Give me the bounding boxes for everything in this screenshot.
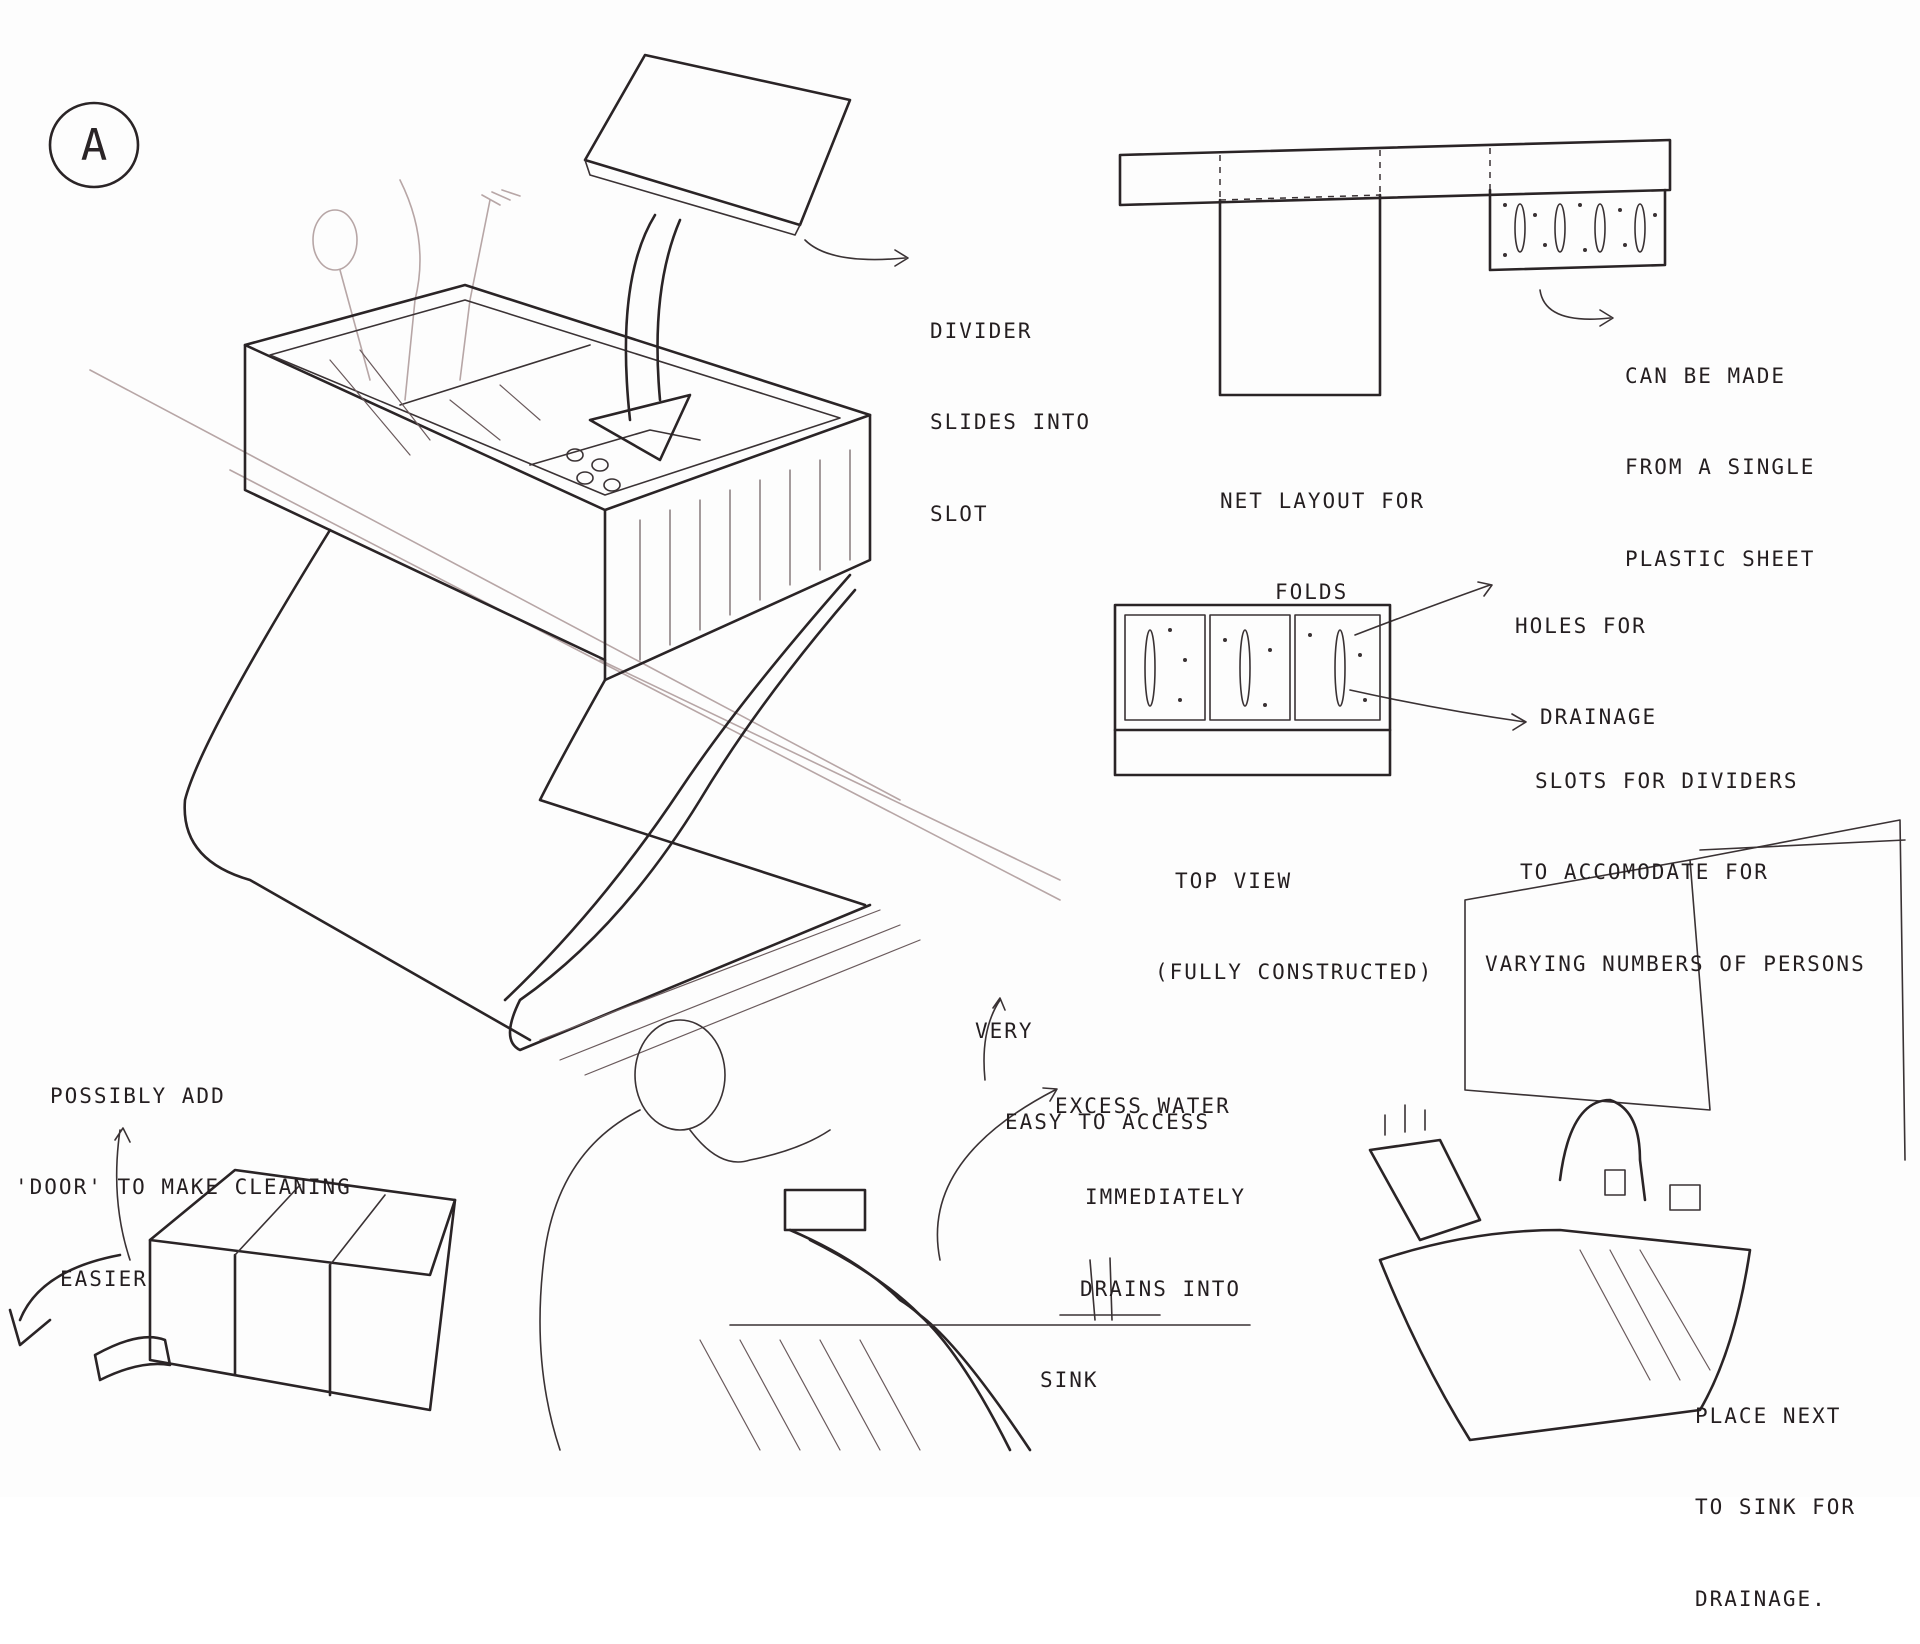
note-line: TO ACCOMODATE FOR: [1520, 860, 1769, 885]
divider-note: DIVIDER SLIDES INTO SLOT: [930, 255, 1091, 559]
note-line: EASY TO ACCESS: [1005, 1110, 1211, 1135]
place-next-note: PLACE NEXT TO SINK FOR DRAINAGE.: [1695, 1340, 1856, 1644]
note-line: SLIDES INTO: [930, 410, 1092, 435]
note-line: DIVIDER: [930, 318, 1033, 343]
door-box-sketch: [93, 1168, 457, 1412]
note-line: POSSIBLY ADD: [50, 1083, 226, 1108]
note-line: DRAINAGE: [1540, 705, 1658, 730]
note-line: SINK: [1040, 1367, 1099, 1392]
excess-water-note: EXCESS WATER IMMEDIATELY DRAINS INTO SIN…: [1040, 1030, 1246, 1426]
sketch-sheet: A: [8, 53, 1906, 1611]
holder-box-sketch: [183, 283, 921, 1076]
net-layout-sketch: [1118, 138, 1672, 397]
note-line: NET LAYOUT FOR: [1220, 488, 1426, 513]
sheet-label-badge: A: [48, 101, 140, 189]
cutlery-sketch: [312, 179, 521, 401]
note-line: DRAINS INTO: [1080, 1276, 1242, 1301]
holes-note: HOLES FOR DRAINAGE: [1515, 550, 1657, 763]
note-line: DRAINAGE.: [1695, 1586, 1827, 1611]
perspective-guides: [89, 369, 1061, 901]
door-note: POSSIBLY ADD 'DOOR' TO MAKE CLEANING EAS…: [15, 1020, 352, 1324]
note-line: FROM A SINGLE: [1625, 455, 1816, 480]
note-line: TOP VIEW: [1175, 868, 1293, 893]
note-line: VARYING NUMBERS OF PERSONS: [1485, 951, 1866, 976]
sketch-drawing: A: [8, 53, 1906, 1452]
note-line: SLOTS FOR DIVIDERS: [1535, 768, 1799, 793]
note-line: HOLES FOR: [1515, 613, 1647, 638]
person-sketch: [539, 1019, 1251, 1452]
note-line: 'DOOR' TO MAKE CLEANING: [15, 1175, 352, 1200]
note-line: (FULLY CONSTRUCTED): [1155, 960, 1434, 985]
annotation-arrows: [8, 239, 1614, 1347]
net-layout-caption: NET LAYOUT FOR FOLDS: [1220, 425, 1425, 638]
divider-panel-sketch: [583, 53, 852, 462]
note-line: EASIER: [60, 1266, 148, 1291]
sink-scene-sketch: [1368, 819, 1906, 1442]
note-line: VERY: [975, 1018, 1034, 1043]
top-view-caption: TOP VIEW (FULLY CONSTRUCTED): [1155, 805, 1433, 1018]
note-line: FOLDS: [1275, 580, 1349, 605]
note-line: IMMEDIATELY: [1085, 1185, 1247, 1210]
top-view-sketch: [1113, 603, 1392, 777]
note-line: SLOT: [930, 501, 989, 526]
single-sheet-note: CAN BE MADE FROM A SINGLE PLASTIC SHEET: [1625, 300, 1815, 604]
slots-note: SLOTS FOR DIVIDERS TO ACCOMODATE FOR VAR…: [1485, 705, 1866, 1009]
note-line: CAN BE MADE: [1625, 363, 1787, 388]
note-line: EXCESS WATER: [1055, 1093, 1231, 1118]
access-note: VERY EASY TO ACCESS: [975, 955, 1210, 1168]
note-line: PLASTIC SHEET: [1625, 546, 1816, 571]
note-line: PLACE NEXT: [1695, 1403, 1842, 1428]
sheet-label-text: A: [81, 120, 108, 171]
